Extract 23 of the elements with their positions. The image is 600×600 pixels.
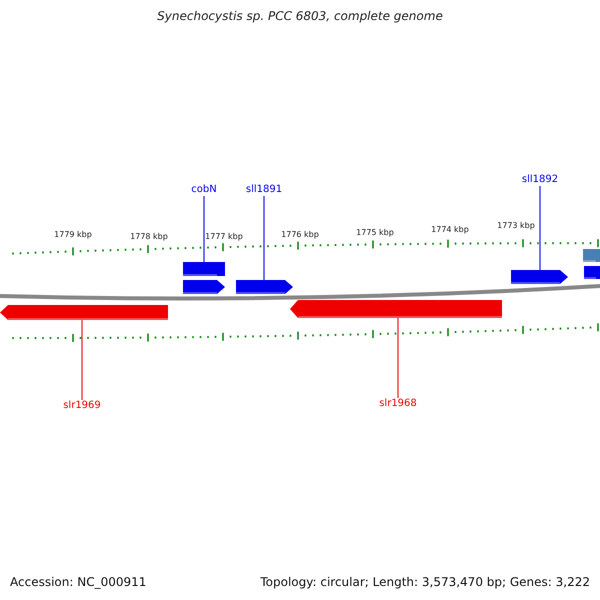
footer-text: Accession: NC_000911 (10, 575, 146, 589)
gene-label: slr1968 (379, 398, 417, 410)
position-label: 1776 kbp (281, 230, 319, 240)
position-label: 1775 kbp (356, 228, 394, 238)
gene-feature (183, 262, 225, 276)
gene-label: sll1891 (246, 184, 282, 196)
position-label: 1777 kbp (205, 232, 243, 242)
gene-label: cobN (191, 184, 217, 196)
position-label: 1778 kbp (130, 232, 168, 242)
gene-feature (511, 270, 568, 284)
gene-feature (583, 249, 600, 262)
gene-label: slr1969 (63, 400, 101, 412)
gene-label: sll1892 (522, 174, 558, 186)
footer-text: Topology: circular; Length: 3,573,470 bp; Genes: 3,222 (260, 575, 590, 589)
genome-title: Synechocystis sp. PCC 6803, complete genome (156, 9, 444, 23)
gene-feature (236, 280, 293, 294)
gene-feature (290, 300, 502, 318)
gene-feature (183, 280, 225, 294)
gene-feature (584, 266, 600, 279)
position-label: 1774 kbp (431, 225, 469, 235)
position-label: 1779 kbp (54, 230, 92, 240)
position-label: 1773 kbp (497, 221, 535, 231)
gene-feature (0, 305, 168, 320)
